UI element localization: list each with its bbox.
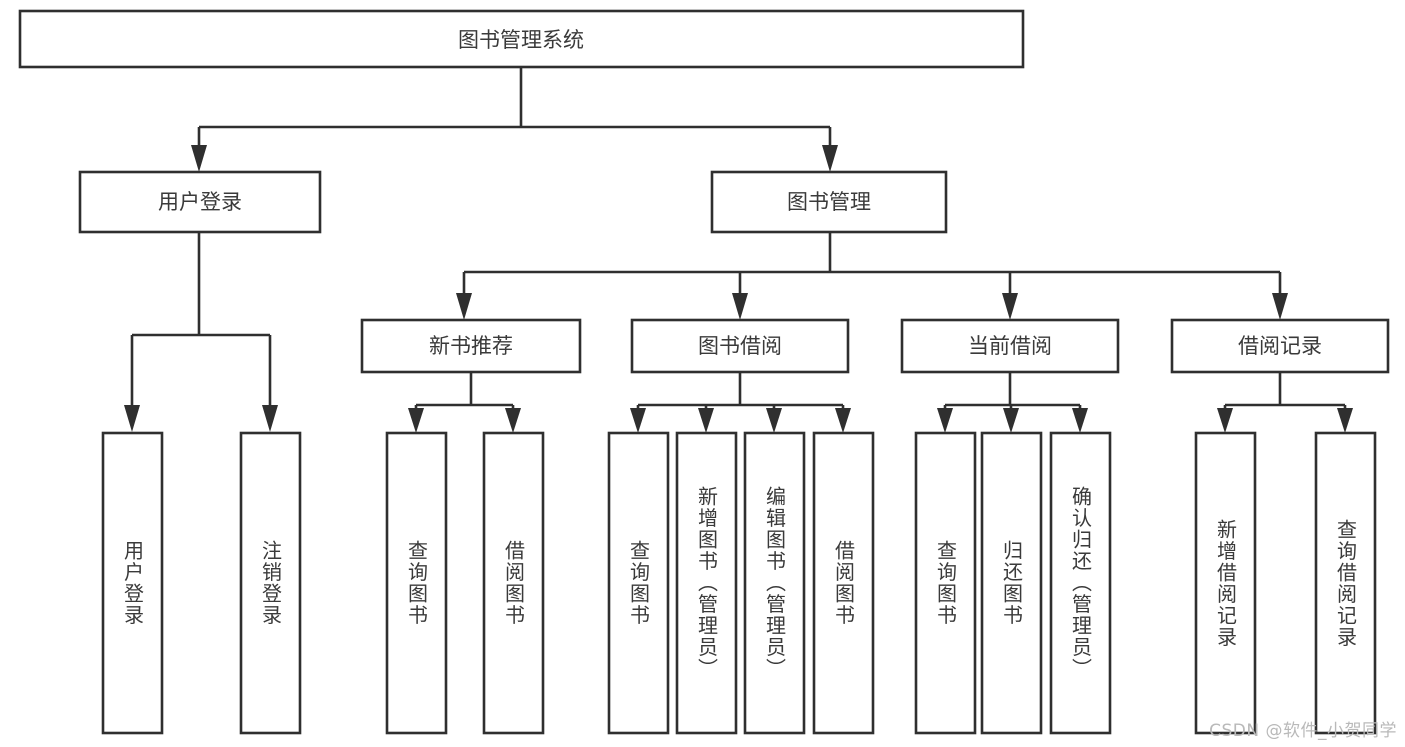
node-current-borrow-box[interactable] bbox=[900, 318, 1120, 374]
node-root[interactable]: 图书管理系统 bbox=[18, 9, 1025, 69]
leaf-box-query-book-1[interactable] bbox=[385, 431, 448, 735]
leaf-box-edit-book[interactable] bbox=[743, 431, 806, 735]
arrow-leaf-logout-login-icon bbox=[262, 405, 278, 432]
arrow-leaf-confirm-return-icon bbox=[1072, 408, 1088, 433]
arrow-to-book-management-icon bbox=[822, 145, 838, 172]
arrow-leaf-user-login-icon bbox=[124, 405, 140, 432]
leaf-box-query-record[interactable] bbox=[1314, 431, 1377, 735]
leaf-box-query-book-2[interactable] bbox=[607, 431, 670, 735]
arrow-leaf-query-book-2-icon bbox=[630, 408, 646, 433]
leaf-box-borrow-book-2[interactable] bbox=[812, 431, 875, 735]
leaf-box-query-book-3[interactable] bbox=[914, 431, 977, 735]
arrow-leaf-add-record-icon bbox=[1217, 408, 1233, 433]
leaf-box-add-record[interactable] bbox=[1194, 431, 1257, 735]
node-user-login[interactable]: 用户登录 bbox=[78, 170, 322, 234]
node-book-borrow-label: 图书借阅 bbox=[698, 334, 782, 358]
arrow-leaf-borrow-book-2-icon bbox=[835, 408, 851, 433]
arrow-leaf-return-book-icon bbox=[1003, 408, 1019, 433]
leaf-box-return-book[interactable] bbox=[980, 431, 1043, 735]
node-borrow-record-box[interactable] bbox=[1170, 318, 1390, 374]
node-current-borrow[interactable]: 当前借阅 bbox=[900, 318, 1120, 374]
connector-current-borrow-to-leaves bbox=[937, 372, 1088, 433]
arrow-leaf-add-book-icon bbox=[698, 408, 714, 433]
node-current-borrow-label: 当前借阅 bbox=[968, 334, 1052, 358]
arrow-to-new-book-recommend-icon bbox=[456, 293, 472, 320]
arrow-to-user-login-icon bbox=[191, 145, 207, 172]
connector-new-book-recommend-to-leaves bbox=[408, 372, 521, 433]
arrow-leaf-query-book-1-icon bbox=[408, 408, 424, 433]
node-book-management[interactable]: 图书管理 bbox=[710, 170, 948, 234]
arrow-leaf-query-record-icon bbox=[1337, 408, 1353, 433]
arrow-leaf-edit-book-icon bbox=[766, 408, 782, 433]
node-root-box[interactable] bbox=[18, 9, 1025, 69]
node-new-book-recommend[interactable]: 新书推荐 bbox=[360, 318, 582, 374]
node-book-management-box[interactable] bbox=[710, 170, 948, 234]
watermark-text: CSDN @软件_小贺同学 bbox=[1209, 721, 1397, 741]
node-new-book-recommend-box[interactable] bbox=[360, 318, 582, 374]
leaf-box-user-login[interactable] bbox=[101, 431, 164, 735]
node-root-label: 图书管理系统 bbox=[458, 28, 584, 52]
connector-root-to-level2 bbox=[191, 67, 838, 172]
arrow-leaf-borrow-book-1-icon bbox=[505, 408, 521, 433]
arrow-to-borrow-record-icon bbox=[1272, 293, 1288, 320]
node-user-login-label: 用户登录 bbox=[158, 190, 242, 214]
node-user-login-box[interactable] bbox=[78, 170, 322, 234]
connector-book-management-to-level3 bbox=[456, 232, 1288, 320]
arrow-to-current-borrow-icon bbox=[1002, 293, 1018, 320]
leaf-box-add-book[interactable] bbox=[675, 431, 738, 735]
leaf-box-logout-login[interactable] bbox=[239, 431, 302, 735]
node-book-management-label: 图书管理 bbox=[787, 190, 871, 214]
node-borrow-record[interactable]: 借阅记录 bbox=[1170, 318, 1390, 374]
leaf-boxes bbox=[101, 431, 1377, 735]
node-book-borrow[interactable]: 图书借阅 bbox=[630, 318, 850, 374]
node-book-borrow-box[interactable] bbox=[630, 318, 850, 374]
node-borrow-record-label: 借阅记录 bbox=[1238, 334, 1322, 358]
node-new-book-recommend-label: 新书推荐 bbox=[429, 334, 513, 358]
arrow-leaf-query-book-3-icon bbox=[937, 408, 953, 433]
leaf-box-borrow-book-1[interactable] bbox=[482, 431, 545, 735]
leaf-box-confirm-return[interactable] bbox=[1049, 431, 1112, 735]
arrow-to-book-borrow-icon bbox=[732, 293, 748, 320]
connector-book-borrow-to-leaves bbox=[630, 372, 851, 433]
connector-user-login-to-leaves bbox=[124, 232, 278, 432]
connector-borrow-record-to-leaves bbox=[1217, 372, 1353, 433]
